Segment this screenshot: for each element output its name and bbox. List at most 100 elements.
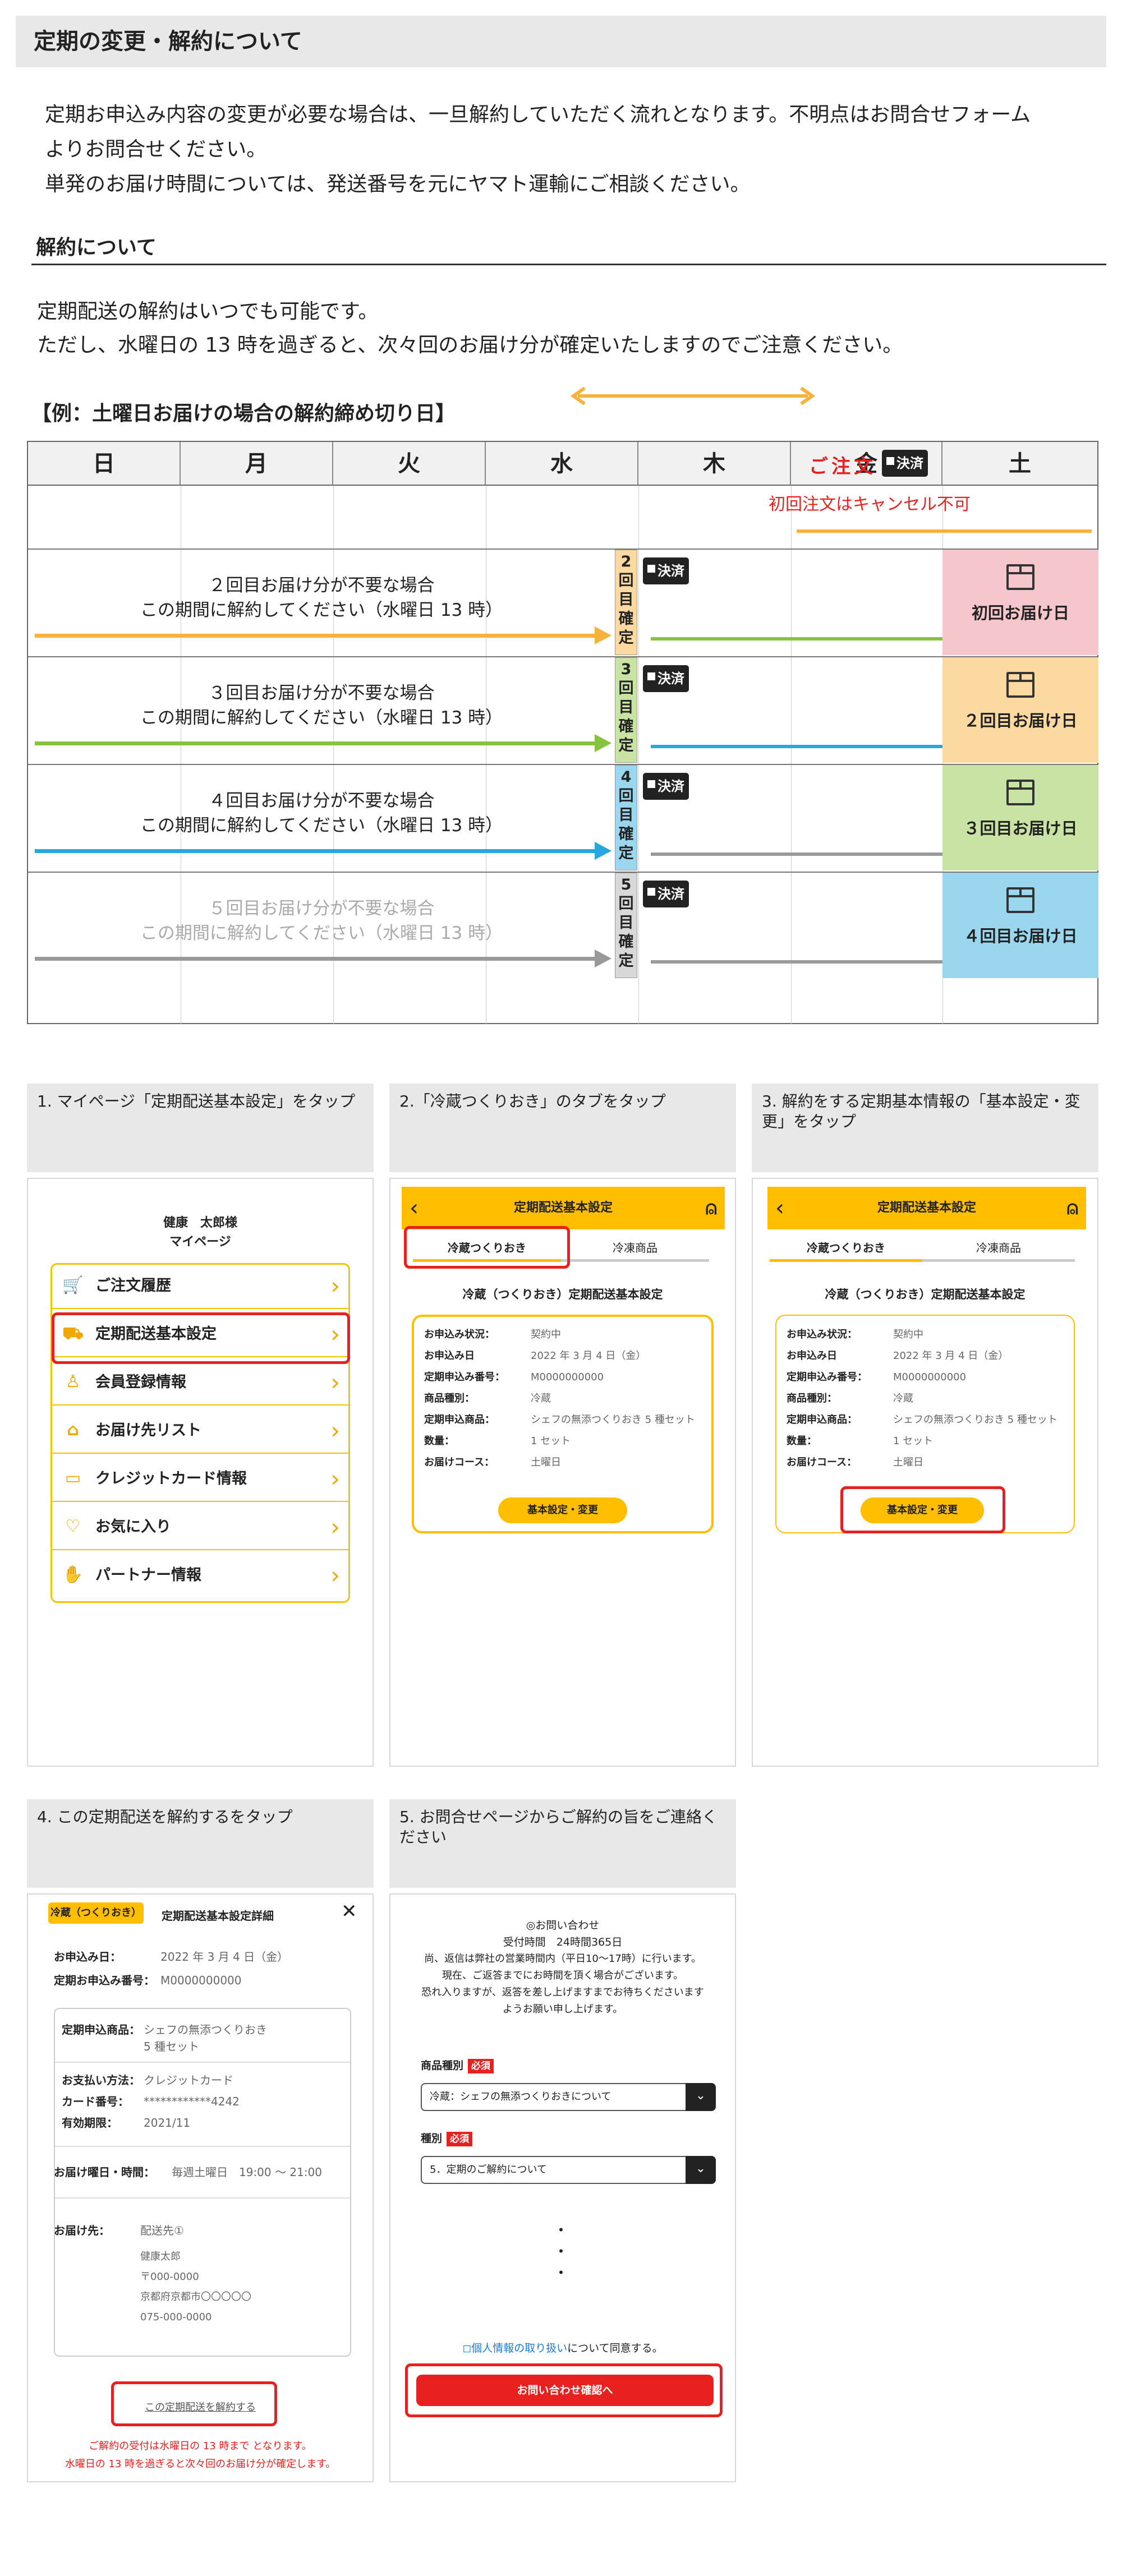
- close-icon[interactable]: ✕: [341, 1900, 357, 1923]
- next-period-line: [651, 960, 942, 964]
- cancel-period-line2: この期間に解約してください（水曜日 13 時）: [140, 815, 503, 836]
- inquiry-type-select[interactable]: 5．定期のご解約について⌄: [421, 2156, 716, 2184]
- tab-frozen[interactable]: 冷凍商品: [561, 1234, 709, 1262]
- cancel-period-arrow: [35, 634, 596, 638]
- delivery-day-cell: ２回目お届け日: [942, 657, 1098, 763]
- day-thu: 木: [638, 442, 791, 486]
- page-title: 定期の変更・解約について: [16, 16, 1106, 67]
- menu-item[interactable]: ⌂お届け先リスト›: [50, 1408, 350, 1454]
- menu-item[interactable]: ♙会員登録情報›: [50, 1360, 350, 1405]
- field-key: 定期申込商品：: [424, 1414, 495, 1426]
- intro-line3: 単発のお届け時間については、発送番号を元にヤマト運輸にご相談ください。: [45, 173, 751, 196]
- intro-text: 定期お申込み内容の変更が必要な場合は、一旦解約していただく流れとなります。不明点…: [45, 98, 1100, 202]
- confirm-char: 回: [618, 572, 634, 589]
- address-line: 京都府京都市〇〇〇〇〇: [140, 2291, 251, 2303]
- cancel-line2: ただし、水曜日の 13 時を過ぎると、次々回のお届け分が確定いたしますのでご注意…: [37, 334, 903, 357]
- mypage-heading: マイページ: [169, 1235, 231, 1249]
- menu-item[interactable]: ▭クレジットカード情報›: [50, 1456, 350, 1502]
- settings-field: 商品種別：冷蔵: [424, 1391, 551, 1407]
- cancel-period-line1: ４回目お届け分が不要な場合: [208, 791, 435, 811]
- destination-name: 配送先①: [140, 2224, 184, 2237]
- required-badge: 必須: [468, 2059, 494, 2073]
- package-icon: [1006, 672, 1034, 698]
- delivery-time-key: お届け曜日・時間：: [54, 2165, 155, 2179]
- delivery-time-value: 毎週土曜日 19:00 ～ 21:00: [172, 2165, 322, 2179]
- tab-cold[interactable]: 冷蔵つくりおき: [413, 1234, 561, 1262]
- contact-title: ◎お問い合わせ: [526, 1919, 600, 1932]
- menu-item[interactable]: ♡お気に入り›: [50, 1504, 350, 1550]
- screen-header: ‹ 定期配送基本設定 ⍝: [402, 1187, 725, 1229]
- product-type-label: 商品種別必須: [421, 2057, 494, 2073]
- user-icon[interactable]: ⍝: [705, 1197, 717, 1219]
- cancel-subscription-link[interactable]: この定期配送を解約する: [145, 2402, 256, 2413]
- field-value: 2022 年 3 月 4 日（金）: [531, 1350, 646, 1362]
- back-icon[interactable]: ‹: [775, 1195, 784, 1221]
- screen-header: ‹ 定期配送基本設定 ⍝: [767, 1187, 1086, 1229]
- confirm-char: 5: [620, 876, 632, 893]
- field-value: 土曜日: [531, 1457, 561, 1468]
- contact-note4: ようお願い申し上げます。: [502, 2003, 623, 2015]
- settings-change-button[interactable]: 基本設定・変更: [861, 1497, 984, 1523]
- card-icon: ▭: [65, 1468, 81, 1488]
- submit-button[interactable]: お問い合わせ確認へ: [416, 2375, 714, 2406]
- field-key: 定期申込商品：: [787, 1414, 857, 1426]
- card-icon: [647, 780, 655, 788]
- delivery-day-label: ４回目お届け日: [963, 927, 1078, 946]
- field-value: 土曜日: [893, 1457, 923, 1468]
- menu-item-label: パートナー情報: [95, 1566, 201, 1584]
- settings-field: お申込み状況： 契約中: [424, 1327, 561, 1343]
- confirm-char: 4: [620, 768, 632, 786]
- product-type-text: 商品種別: [421, 2059, 464, 2072]
- menu-item[interactable]: ✋パートナー情報›: [50, 1552, 350, 1598]
- field-value: 冷蔵: [531, 1393, 551, 1404]
- field-key: 商品種別：: [787, 1393, 837, 1404]
- cancel-period-text: ４回目お届け分が不要な場合この期間に解約してください（水曜日 13 時）: [28, 789, 615, 838]
- payment-label: 決済: [657, 886, 684, 902]
- settings-field: お申込み状況：契約中: [787, 1327, 923, 1343]
- privacy-consent-text: について同意する。: [567, 2342, 663, 2354]
- tab-cold[interactable]: 冷蔵つくりおき: [770, 1234, 922, 1262]
- contact-hours: 受付時間 24時間365日: [503, 1936, 623, 1948]
- cardno-key: カード番号：: [62, 2095, 129, 2108]
- menu-item[interactable]: 🛒ご注文履歴›: [50, 1263, 350, 1309]
- address-line: 〒000-0000: [140, 2271, 199, 2283]
- screen-settings-button: ‹ 定期配送基本設定 ⍝ 冷蔵つくりおき 冷凍商品 冷蔵（つくりおき）定期配送基…: [752, 1178, 1098, 1767]
- cancel-period-line1: ５回目お届け分が不要な場合: [208, 898, 435, 919]
- chevron-down-icon: ⌄: [686, 2083, 716, 2111]
- payment-key: お支払い方法：: [62, 2073, 140, 2087]
- privacy-policy-link[interactable]: ◻個人情報の取り扱い: [462, 2342, 568, 2354]
- apply-no-key: 定期お申込み番号：: [54, 1974, 155, 1987]
- field-value: M0000000000: [893, 1371, 967, 1383]
- confirm-char: 確: [618, 933, 634, 951]
- field-key: お申込み状況：: [424, 1329, 495, 1340]
- section-title-cancel: 解約について: [36, 236, 157, 259]
- user-icon[interactable]: ⍝: [1066, 1197, 1078, 1219]
- step-4-label: 4. この定期配送を解約するをタップ: [27, 1799, 374, 1888]
- field-value: シェフの無添つくりおき 5 種セット: [893, 1414, 1057, 1426]
- settings-card: [412, 1315, 714, 1533]
- menu-item-label: お届け先リスト: [95, 1422, 201, 1439]
- arrow-head-icon: [595, 626, 611, 644]
- mypage-menu: [50, 1263, 350, 1603]
- expiry-key: 有効期限：: [62, 2116, 118, 2130]
- section-divider: [31, 264, 1106, 265]
- field-value: 契約中: [531, 1329, 561, 1340]
- settings-field: お届けコース：土曜日: [424, 1455, 561, 1471]
- confirm-char: 目: [618, 807, 634, 824]
- menu-item[interactable]: ⛟定期配送基本設定›: [50, 1311, 350, 1357]
- delivery-icon: ⛟: [62, 1324, 84, 1343]
- order-label: ご注文: [809, 455, 876, 478]
- contact-note2: 現在、ご返答までにお時間を頂く場合がございます。: [442, 1970, 684, 1981]
- settings-change-button[interactable]: 基本設定・変更: [498, 1497, 627, 1523]
- field-value: 冷蔵: [893, 1393, 913, 1404]
- tab-frozen[interactable]: 冷凍商品: [922, 1234, 1075, 1262]
- day-sun: 日: [28, 442, 181, 486]
- dot: ・: [553, 2242, 569, 2261]
- delivery-day-label: ２回目お届け日: [963, 711, 1078, 730]
- product-type-select[interactable]: 冷蔵：シェフの無添つくりおきについて⌄: [421, 2083, 716, 2111]
- confirm-char: 3: [620, 661, 632, 678]
- payment-badge: 決済: [882, 450, 928, 477]
- back-icon[interactable]: ‹: [410, 1195, 419, 1221]
- cancel-period-line2: この期間に解約してください（水曜日 13 時）: [140, 923, 503, 943]
